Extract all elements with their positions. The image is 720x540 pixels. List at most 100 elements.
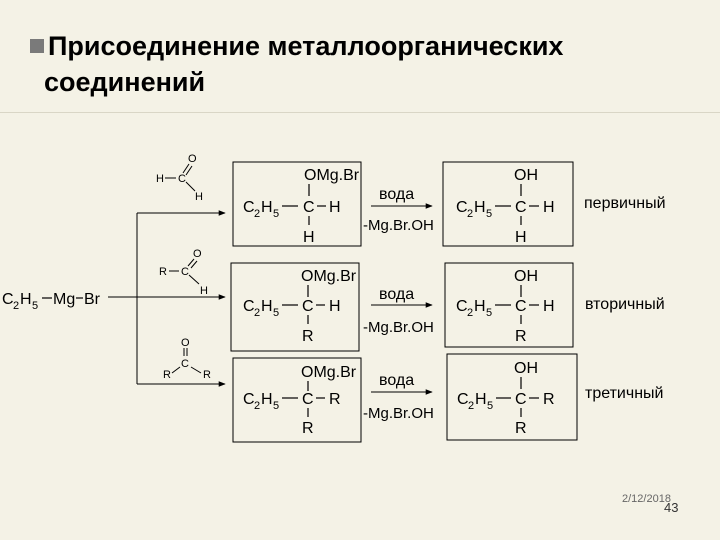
row-2-label: вторичный <box>585 296 665 313</box>
reagent-h: H <box>20 291 32 308</box>
svg-text:C: C <box>456 298 468 315</box>
reagent-sub-2: 2 <box>13 300 19 312</box>
svg-text:C: C <box>457 391 469 408</box>
slide-header <box>0 0 720 112</box>
row-3-label: третичный <box>585 385 663 402</box>
slide-title: Присоединение металлоорганических соедине… <box>30 28 563 100</box>
intermediate-3-center: C <box>302 391 314 408</box>
svg-text:5: 5 <box>273 307 279 319</box>
svg-text:2: 2 <box>254 400 260 412</box>
intermediate-2-right: H <box>329 298 341 315</box>
arrow-3-byproduct: -Mg.Br.OH <box>363 405 434 422</box>
intermediate-1-center: C <box>303 199 315 216</box>
page-number: 43 <box>664 500 679 515</box>
intermediate-box-3 <box>232 357 362 443</box>
title-line-2: соединений <box>44 67 206 97</box>
slide-date: 2/12/2018 <box>622 493 671 505</box>
carbonyl-3-o: O <box>181 337 190 349</box>
svg-text:C: C <box>243 391 255 408</box>
header-divider <box>0 112 720 113</box>
product-box-3 <box>446 353 578 441</box>
bullet-icon <box>30 39 44 53</box>
product-3-right: R <box>543 391 555 408</box>
arrow-1-byproduct: -Mg.Br.OH <box>363 217 434 234</box>
product-2: OH C 2 H 5 C H R <box>456 268 555 345</box>
product-2-right: H <box>543 298 555 315</box>
reagent-mg: Mg <box>53 291 75 308</box>
svg-text:H: H <box>261 391 273 408</box>
arrow-2-reagent: вода <box>379 286 414 303</box>
svg-text:H: H <box>261 199 273 216</box>
product-1: OH C 2 H 5 C H H <box>456 167 555 246</box>
carbonyl-3-right: R <box>203 369 211 381</box>
svg-text:C: C <box>243 298 255 315</box>
product-1-center: C <box>515 199 527 216</box>
title-line-1: Присоединение металлоорганических <box>48 31 564 61</box>
carbonyl-3-c: C <box>181 358 189 370</box>
svg-text:H: H <box>261 298 273 315</box>
carbonyl-2: O R C H <box>159 248 208 297</box>
arrow-2-byproduct: -Mg.Br.OH <box>363 319 434 336</box>
svg-text:2: 2 <box>467 307 473 319</box>
product-1-bottom: H <box>515 229 527 246</box>
intermediate-3-right: R <box>329 391 341 408</box>
carbonyl-2-right: H <box>200 285 208 297</box>
arrow-1-reagent: вода <box>379 186 414 203</box>
carbonyl-3: O C R R <box>163 337 211 381</box>
intermediate-box-2 <box>230 262 360 352</box>
svg-text:5: 5 <box>273 400 279 412</box>
svg-text:2: 2 <box>254 307 260 319</box>
svg-text:5: 5 <box>486 208 492 220</box>
product-3-bottom: R <box>515 420 527 437</box>
arrow-3-reagent: вода <box>379 372 414 389</box>
intermediate-2-top: OMg.Br <box>301 268 357 285</box>
intermediate-3: OMg.Br C 2 H 5 C R R <box>243 364 357 437</box>
row-2: OMg.Br C 2 H 5 C H R вода -Mg.Br.OH OH C… <box>230 262 665 352</box>
reagent-br: Br <box>84 291 101 308</box>
carbonyl-2-c: C <box>181 266 189 278</box>
product-2-top: OH <box>514 268 538 285</box>
intermediate-2-bottom: R <box>302 328 314 345</box>
svg-text:C: C <box>456 199 468 216</box>
carbonyl-2-left: R <box>159 266 167 278</box>
intermediate-1-top: OMg.Br <box>304 167 360 184</box>
intermediate-3-bottom: R <box>302 420 314 437</box>
svg-text:5: 5 <box>487 400 493 412</box>
product-3-top: OH <box>514 360 538 377</box>
intermediate-1-right: H <box>329 199 341 216</box>
product-box-2 <box>444 262 574 348</box>
svg-text:2: 2 <box>254 208 260 220</box>
svg-text:H: H <box>474 298 486 315</box>
svg-text:2: 2 <box>468 400 474 412</box>
carbonyl-1-right: H <box>195 191 203 203</box>
product-box-1 <box>442 161 574 247</box>
carbonyl-3-left: R <box>163 369 171 381</box>
product-1-top: OH <box>514 167 538 184</box>
intermediate-3-top: OMg.Br <box>301 364 357 381</box>
product-2-center: C <box>515 298 527 315</box>
reagent-c: C <box>2 291 14 308</box>
carbonyl-2-o: O <box>193 248 202 260</box>
carbonyl-1-o: O <box>188 153 197 165</box>
row-1: OMg.Br C 2 H 5 C H H вода -Mg.Br.OH OH C… <box>232 161 666 247</box>
svg-text:H: H <box>474 199 486 216</box>
intermediate-2-center: C <box>302 298 314 315</box>
intermediate-1: OMg.Br C 2 H 5 C H H <box>243 167 360 246</box>
carbonyl-1-left: H <box>156 173 164 185</box>
intermediate-1-c2: C <box>243 199 255 216</box>
intermediate-2: OMg.Br C 2 H 5 C H R <box>243 268 357 345</box>
row-3: OMg.Br C 2 H 5 C R R вода -Mg.Br.OH OH C… <box>232 353 663 443</box>
product-3: OH C 2 H 5 C R R <box>457 360 555 437</box>
intermediate-1-bottom: H <box>303 229 315 246</box>
carbonyl-1-c: C <box>178 173 186 185</box>
branch-arrows <box>108 210 226 387</box>
carbonyl-1: O H C H <box>156 153 203 203</box>
svg-text:5: 5 <box>273 208 279 220</box>
product-1-right: H <box>543 199 555 216</box>
row-1-label: первичный <box>584 195 666 212</box>
intermediate-box-1 <box>232 161 362 247</box>
product-3-center: C <box>515 391 527 408</box>
svg-text:5: 5 <box>486 307 492 319</box>
grignard-reagent: C 2 H 5 Mg Br <box>2 291 101 312</box>
